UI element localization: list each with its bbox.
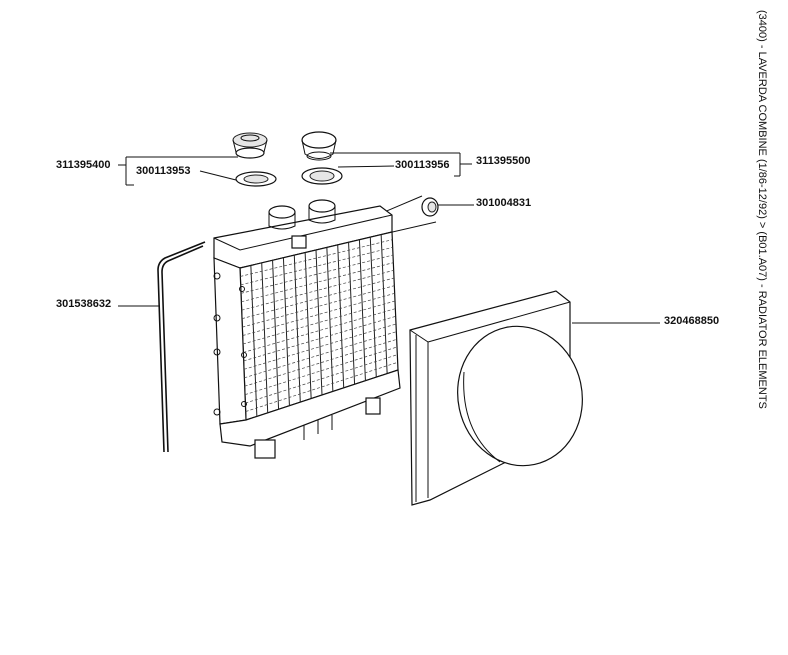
seal-ring-right [301, 167, 343, 185]
seal-ring-left [235, 171, 277, 187]
fin-line [315, 249, 323, 396]
part-label-311395400: 311395400 [56, 159, 111, 171]
part-label-300113956: 300113956 [395, 159, 450, 171]
page-title: (3400) - LAVERDA COMBINE (1/86-12/92) > … [756, 10, 768, 409]
fin-crossline [241, 277, 395, 320]
fin-crossline [242, 285, 395, 328]
fan-shroud [409, 290, 583, 506]
radiator-fins [240, 234, 398, 417]
fin-crossline [241, 269, 394, 311]
hose-fitting [421, 197, 439, 217]
fin-crossline [244, 346, 398, 396]
fin-crossline [240, 254, 394, 294]
fin-crossline [244, 338, 397, 387]
filler-cap-right [301, 131, 337, 161]
fin-crossline [245, 354, 398, 404]
fin-crossline [242, 300, 396, 345]
fin-crossline [241, 262, 394, 303]
fin-crossline [244, 331, 397, 379]
fin-line [272, 260, 280, 410]
fin-crossline [242, 292, 395, 336]
part-label-301004831: 301004831 [476, 197, 532, 209]
filler-cap-left [232, 132, 268, 159]
part-label-320468850: 320468850 [664, 315, 720, 327]
fin-crossline [240, 246, 393, 286]
fin-crossline [243, 308, 396, 353]
radiator-core [213, 199, 401, 459]
part-label-300113953: 300113953 [136, 165, 191, 177]
fin-crossline [243, 323, 397, 370]
part-label-301538632: 301538632 [56, 298, 112, 310]
overflow-hose [157, 241, 206, 453]
part-label-311395500: 311395500 [476, 155, 531, 167]
fin-crossline [245, 362, 398, 412]
fin-crossline [243, 315, 396, 362]
fin-crossline [240, 239, 393, 277]
